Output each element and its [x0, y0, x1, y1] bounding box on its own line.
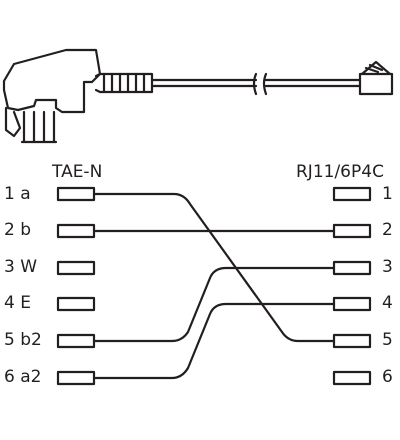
right-pin-box: [332, 333, 372, 349]
left-pin-label: 6 a2: [4, 367, 42, 387]
right-pin-box: [332, 370, 372, 386]
left-pin-label: 3 W: [4, 257, 38, 277]
right-pin-label: 2: [382, 220, 393, 240]
left-pin-box: [56, 333, 96, 349]
left-pin-label: 5 b2: [4, 330, 42, 350]
left-pin-box: [56, 370, 96, 386]
tae-plug-latch: [4, 106, 22, 138]
rj11-plug: [358, 60, 394, 96]
right-pin-box: [332, 296, 372, 312]
right-pin-label: 5: [382, 330, 393, 350]
left-pin-label: 1 a: [4, 184, 31, 204]
tae-plug-body: [2, 48, 102, 114]
strain-relief: [94, 72, 154, 94]
left-pin-box: [56, 260, 96, 276]
wire-6a2-to-4: [94, 302, 334, 380]
tae-plug-pins: [20, 110, 58, 144]
left-pin-label: 2 b: [4, 220, 32, 240]
left-connector-title: TAE-N: [52, 162, 103, 182]
left-pin-box: [56, 223, 96, 239]
right-pin-box: [332, 223, 372, 239]
right-pin-box: [332, 186, 372, 202]
left-pin-label: 4 E: [4, 293, 31, 313]
right-pin-label: 6: [382, 367, 393, 387]
right-pin-label: 1: [382, 184, 393, 204]
cable-break: [252, 72, 268, 96]
right-pin-box: [332, 260, 372, 276]
right-connector-title: RJ11/6P4C: [296, 162, 384, 182]
wire-5b2-to-3: [94, 266, 334, 343]
left-pin-box: [56, 186, 96, 202]
left-pin-box: [56, 296, 96, 312]
cable: [150, 78, 362, 88]
right-pin-label: 4: [382, 293, 393, 313]
right-pin-label: 3: [382, 257, 393, 277]
